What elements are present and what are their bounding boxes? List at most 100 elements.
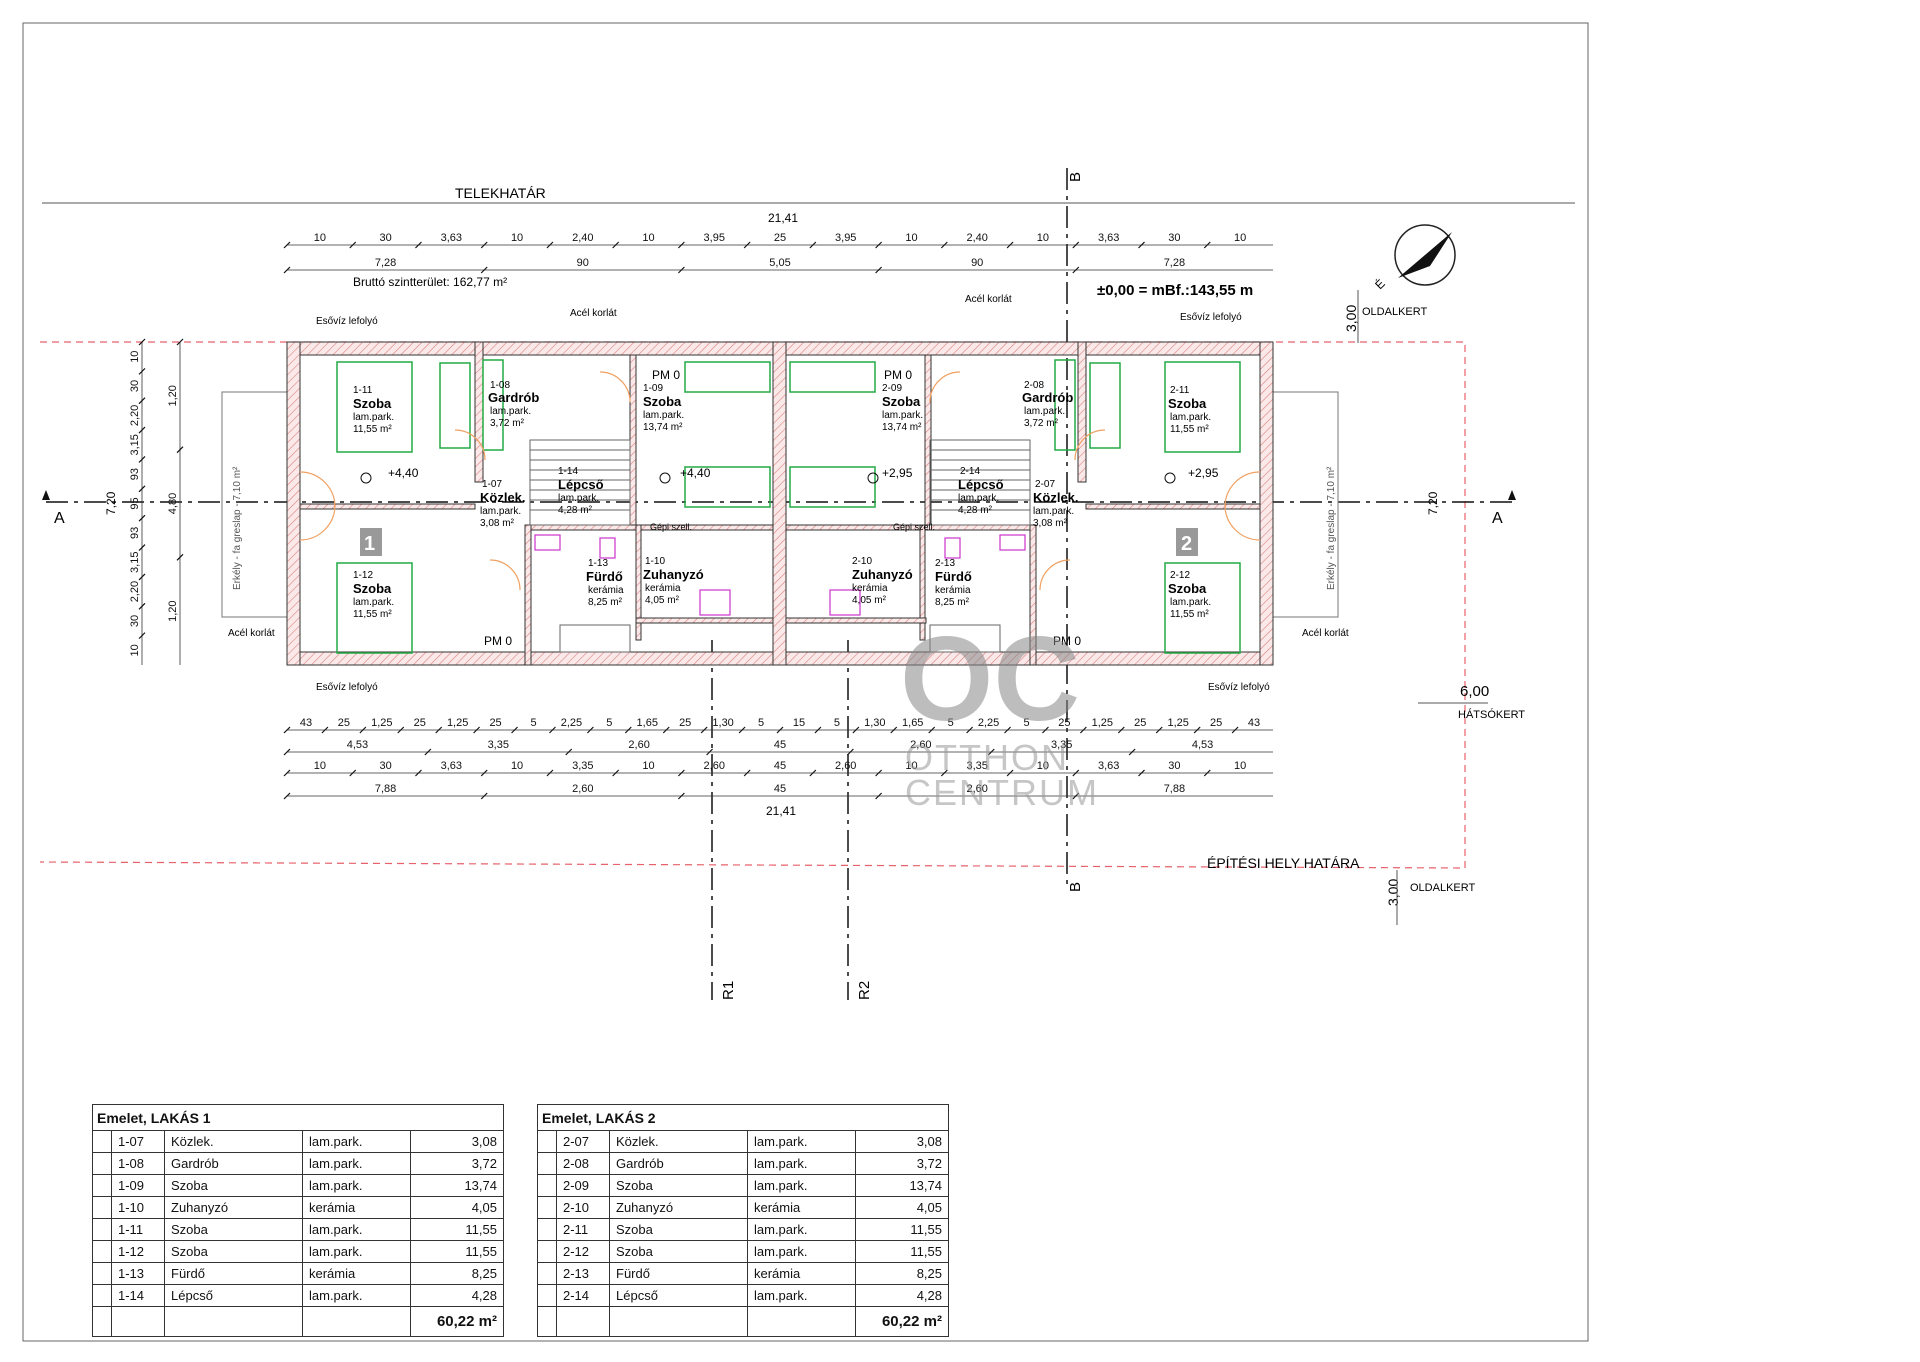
sheet-frame [22,22,1589,1342]
rear-garden-dist: 6,00 [1460,683,1489,700]
svg-text:lam.park.: lam.park. [490,406,531,417]
svg-text:lam.park.: lam.park. [1024,406,1065,417]
svg-text:Gardrób: Gardrób [1022,390,1073,405]
svg-text:13,74 m²: 13,74 m² [643,422,683,433]
building-limit [39,341,1466,869]
dimension-value: 30 [129,380,141,392]
svg-text:lam.park.: lam.park. [558,493,599,504]
dimension-tick [624,726,632,734]
level-reference: ±0,00 = mBf.:143,55 m [1097,282,1253,299]
gross-area: Bruttó szintterület: 162,77 m² [353,275,507,289]
dimension-tick [700,726,708,734]
section-a-right-arrow [1508,490,1516,500]
apartment-2-badge: 2 [1181,533,1192,555]
room-name: Szoba [164,1174,303,1197]
building-limit-label: ÉPÍTÉSI HELY HATÁRA [1207,855,1360,871]
terrace-left-label: Erkély - fa greslap - 7,10 m² [232,466,243,590]
dimension-value: 4,53 [347,739,368,751]
dimension-tick [349,241,357,249]
dimension-tick [138,485,146,493]
room-floor: kerámia [747,1262,856,1285]
outer-walls [286,341,1274,666]
dimension-value: 5 [530,717,536,729]
room-floor: lam.park. [302,1130,411,1153]
svg-text:13,74 m²: 13,74 m² [882,422,922,433]
dimension-tick [435,726,443,734]
property-line-label: TELEKHATÁR [455,185,546,201]
dimension-value: 30 [1168,760,1180,772]
room-area: 11,55 [410,1218,504,1241]
dimension-tick [546,241,554,249]
dimension-value: 25 [679,717,691,729]
pm-d: PM 0 [1053,634,1081,648]
room-code: 2-10 [556,1196,610,1219]
watermark-logo: OC [900,612,1080,746]
dimension-value: 10 [1234,760,1246,772]
room-code: 2-14 [556,1284,610,1307]
dimension-value: 90 [577,257,589,269]
watermark: OC OTTHON CENTRUM [900,612,1097,813]
svg-text:lam.park.: lam.park. [353,597,394,608]
svg-text:1-08: 1-08 [490,380,510,391]
dimension-tick [940,769,948,777]
dimension-value: 1,25 [371,717,392,729]
stairs-right [929,439,1031,526]
room-floor: lam.park. [747,1218,856,1241]
dimension-tick [473,726,481,734]
svg-text:Lépcső: Lépcső [958,477,1004,492]
rail-top-right: Acél korlát [965,294,1012,305]
dimension-tick [743,241,751,249]
dimension-tick [1138,241,1145,249]
room-code: 1-11 [111,1218,165,1241]
dimension-value: 10 [1037,760,1049,772]
dimension-tick [1231,726,1239,734]
svg-text:1-13: 1-13 [588,558,608,569]
dimension-tick [415,769,422,777]
dimension-tick [397,726,405,734]
room-1-08: 1-08 Gardrób lam.park. 3,72 m² [488,380,539,429]
room-floor: lam.park. [302,1152,411,1175]
svg-text:lam.park.: lam.park. [958,493,999,504]
dimension-tick [138,338,146,346]
svg-text:4,28 m²: 4,28 m² [558,505,593,516]
dimension-tick [1006,769,1014,777]
svg-text:kerámia: kerámia [645,583,681,594]
bath-fixtures [534,534,1026,616]
room-floor: lam.park. [747,1174,856,1197]
dimension-tick [776,726,784,734]
room-name: Gardrób [164,1152,303,1175]
dimension-tick [480,241,488,249]
room-floor: lam.park. [302,1174,411,1197]
room-name: Fürdő [609,1262,748,1285]
dimension-tick [612,241,620,249]
dimension-value: 45 [774,739,786,751]
room-2-13: 2-13 Fürdő kerámia 8,25 m² [935,558,972,608]
dimension-tick [875,792,883,800]
dimension-tick [847,748,854,756]
room-2-09: 2-09 Szoba lam.park. 13,74 m² [882,383,923,433]
svg-text:2-14: 2-14 [960,466,980,477]
dimension-value: 25 [1058,717,1070,729]
svg-text:Szoba: Szoba [1168,581,1207,596]
room-area: 11,55 [855,1218,949,1241]
rail-right: Acél korlát [1302,628,1349,639]
dimension-value: 4,53 [1192,739,1213,751]
dimension-value: 5,05 [769,257,790,269]
dimension-value: 3,35 [1051,739,1072,751]
dimension-tick [176,446,184,454]
room-name: Szoba [609,1218,748,1241]
dimension-value: 2,60 [628,739,649,751]
dimension-value: 2,40 [966,232,987,244]
svg-text:lam.park.: lam.park. [643,410,684,421]
dimension-tick [677,266,685,274]
dimension-tick [1072,769,1080,777]
dimension-value: 1,25 [447,717,468,729]
dimension-value: 30 [1168,232,1180,244]
dimension-value: 2,60 [910,739,931,751]
level-2b: +2,95 [1188,466,1219,480]
